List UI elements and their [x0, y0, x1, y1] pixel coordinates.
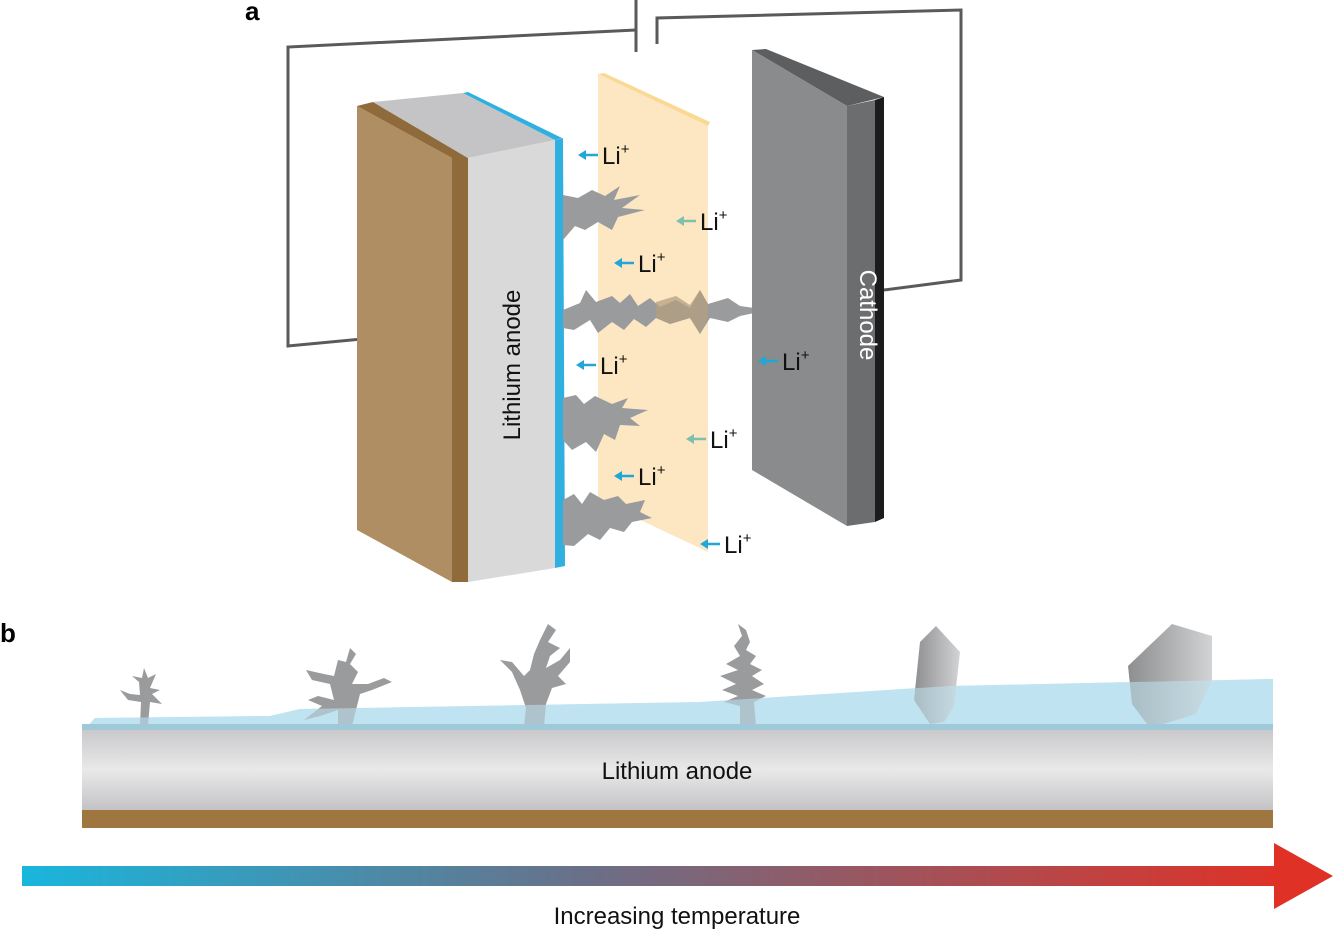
lithium-anode-block: Lithium anode — [357, 92, 565, 582]
lithium-top — [373, 93, 555, 158]
lithium-ion-2: Li+ — [676, 207, 728, 236]
ion-arrow-head — [700, 539, 708, 549]
panel-b: b Lithium anode Increasing temper — [0, 618, 1333, 930]
sei-layer — [555, 138, 565, 568]
ion-label: Li+ — [700, 207, 728, 236]
ion-charge: + — [619, 351, 628, 368]
cathode-face — [752, 50, 847, 526]
cathode-label: Cathode — [854, 270, 881, 361]
ion-charge: + — [801, 347, 810, 364]
ion-arrow-head — [614, 471, 622, 481]
current-collector-top — [357, 102, 468, 158]
temperature-arrow-shaft — [22, 866, 1286, 886]
ion-charge: + — [657, 462, 666, 479]
dendrites — [563, 186, 768, 546]
panel-a: a Lithium anode — [245, 0, 963, 582]
panel-a-letter: a — [245, 0, 260, 26]
panel-b-letter: b — [0, 618, 16, 648]
ion-arrow-head — [676, 216, 684, 226]
anode-slab-top-edge — [82, 724, 1273, 730]
anode-slab-label: Lithium anode — [602, 758, 753, 785]
ion-charge: + — [743, 530, 752, 547]
ion-charge: + — [657, 249, 666, 266]
ion-arrow-head — [614, 258, 622, 268]
ion-arrow-head — [576, 360, 584, 370]
separator-top — [598, 73, 710, 126]
ion-arrow-head — [578, 150, 586, 160]
ion-charge: + — [621, 141, 630, 158]
cathode-edge — [875, 97, 884, 522]
current-collector-edge — [452, 158, 468, 582]
dendrite-3 — [563, 395, 648, 452]
anode-label: Lithium anode — [499, 290, 526, 441]
temperature-label: Increasing temperature — [554, 903, 801, 930]
external-circuit — [286, 0, 963, 348]
ion-arrow-head — [758, 356, 766, 366]
ion-arrow-head — [686, 434, 694, 444]
morphology-1 — [120, 668, 162, 725]
ion-label: Li+ — [710, 425, 738, 454]
cathode-top — [752, 49, 884, 106]
morphology-3 — [500, 624, 570, 726]
anode-substrate — [82, 810, 1273, 828]
cathode-side — [847, 100, 875, 526]
sei-layer-top — [463, 92, 562, 140]
ion-charge: + — [729, 425, 738, 442]
ion-label: Li+ — [724, 530, 752, 559]
current-collector-face — [357, 106, 452, 582]
lithium-ion-5: Li+ — [758, 347, 810, 376]
lithium-face — [468, 140, 555, 582]
cathode-block: Cathode — [752, 49, 884, 526]
temperature-arrow-head — [1274, 843, 1333, 909]
ion-charge: + — [719, 207, 728, 224]
dendrite-1 — [563, 186, 645, 240]
wire-left — [286, 28, 637, 348]
morphology-2 — [304, 648, 392, 726]
electrolyte-overlay — [82, 679, 1273, 732]
anode-slab — [82, 730, 1273, 810]
dendrite-4 — [563, 492, 652, 546]
lithium-ion-7: Li+ — [614, 462, 666, 491]
dendrite-2-shadow — [656, 290, 708, 334]
ion-label: Li+ — [638, 462, 666, 491]
